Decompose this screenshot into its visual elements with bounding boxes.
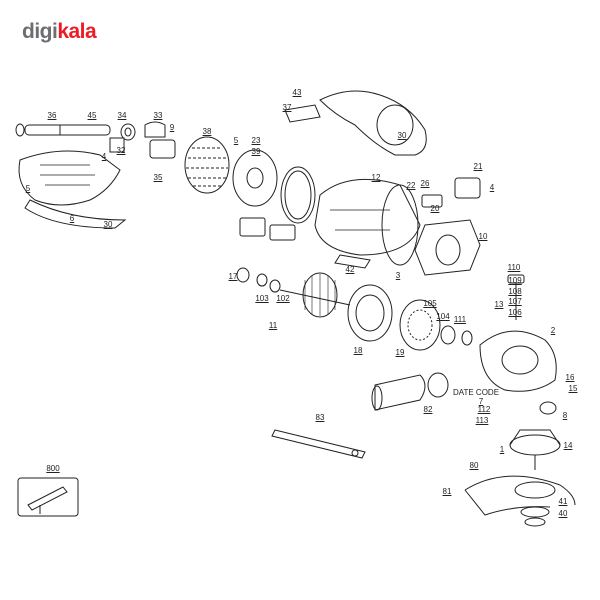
part-number-label: 18 <box>353 346 363 355</box>
part-number-label: 1 <box>499 445 505 454</box>
part-number-label: 42 <box>345 265 355 274</box>
part-number-label: 4 <box>101 152 107 161</box>
part-field <box>414 219 481 276</box>
part-number-label: 82 <box>423 405 433 414</box>
part-number-label: 81 <box>442 487 452 496</box>
part-fan <box>184 136 230 194</box>
part-number-label: 5 <box>233 136 239 145</box>
part-number-label: 10 <box>478 232 488 241</box>
part-number-label: 6 <box>69 214 75 223</box>
part-number-label: 108 <box>508 287 522 296</box>
part-small-components <box>109 121 176 159</box>
part-number-label: 4 <box>489 183 495 192</box>
part-switch <box>239 177 481 241</box>
part-number-label: 33 <box>153 111 163 120</box>
part-number-label: DATE CODE <box>452 388 500 397</box>
part-number-label: 103 <box>255 294 269 303</box>
part-number-label: 39 <box>251 147 261 156</box>
part-gear-housing-top <box>284 90 427 156</box>
part-number-label: 107 <box>508 297 522 306</box>
part-number-label: 83 <box>315 413 325 422</box>
part-number-label: 13 <box>494 300 504 309</box>
part-number-label: 21 <box>473 162 483 171</box>
part-number-label: 40 <box>558 509 568 518</box>
part-number-label: 111 <box>453 315 467 324</box>
part-armature <box>236 267 351 318</box>
part-number-label: 30 <box>397 131 407 140</box>
part-number-label: 8 <box>562 411 568 420</box>
part-number-label: 113 <box>475 416 489 425</box>
part-number-label: 112 <box>477 405 491 414</box>
part-number-label: 9 <box>169 123 175 132</box>
part-housing-left <box>18 150 127 229</box>
part-spindle <box>509 401 561 470</box>
part-number-label: 36 <box>47 111 57 120</box>
part-number-label: 106 <box>508 308 522 317</box>
part-number-label: 5 <box>25 184 31 193</box>
part-number-label: 14 <box>563 441 573 450</box>
part-number-label: 34 <box>117 111 127 120</box>
part-guard <box>464 475 576 527</box>
part-number-label: 110 <box>507 263 521 272</box>
part-bearing-plates <box>347 284 473 351</box>
part-number-label: 109 <box>508 276 522 285</box>
part-number-label: 20 <box>430 204 440 213</box>
part-number-label: 80 <box>469 461 479 470</box>
part-number-label: 30 <box>103 220 113 229</box>
part-number-label: 23 <box>251 136 261 145</box>
part-number-label: 41 <box>558 497 568 506</box>
part-number-label: 17 <box>228 272 238 281</box>
part-number-label: 37 <box>282 103 292 112</box>
part-number-label: 15 <box>568 384 578 393</box>
part-number-label: 16 <box>565 373 575 382</box>
part-number-label: 104 <box>436 312 450 321</box>
part-800-inset <box>17 477 79 517</box>
part-number-label: 26 <box>420 179 430 188</box>
part-number-label: 7 <box>478 397 484 406</box>
part-number-label: 35 <box>153 173 163 182</box>
part-number-label: 45 <box>87 111 97 120</box>
part-number-label: 800 <box>46 464 60 473</box>
digikala-logo[interactable]: digikala <box>22 20 97 43</box>
part-insulator <box>334 254 371 269</box>
part-number-label: 12 <box>371 173 381 182</box>
part-stator-housing <box>314 178 421 266</box>
part-wrench <box>271 429 366 459</box>
part-number-label: 11 <box>268 321 278 330</box>
part-side-handle <box>371 372 449 411</box>
part-baffle <box>232 149 316 224</box>
part-number-label: 102 <box>276 294 290 303</box>
part-number-label: 22 <box>406 181 416 190</box>
part-number-label: 38 <box>202 127 212 136</box>
part-number-label: 32 <box>116 146 126 155</box>
part-gear-case <box>479 274 557 392</box>
part-number-label: 3 <box>395 271 401 280</box>
part-number-label: 19 <box>395 348 405 357</box>
part-shaft <box>15 123 111 137</box>
part-number-label: 2 <box>550 326 556 335</box>
part-number-label: 105 <box>423 299 437 308</box>
part-number-label: 43 <box>292 88 302 97</box>
